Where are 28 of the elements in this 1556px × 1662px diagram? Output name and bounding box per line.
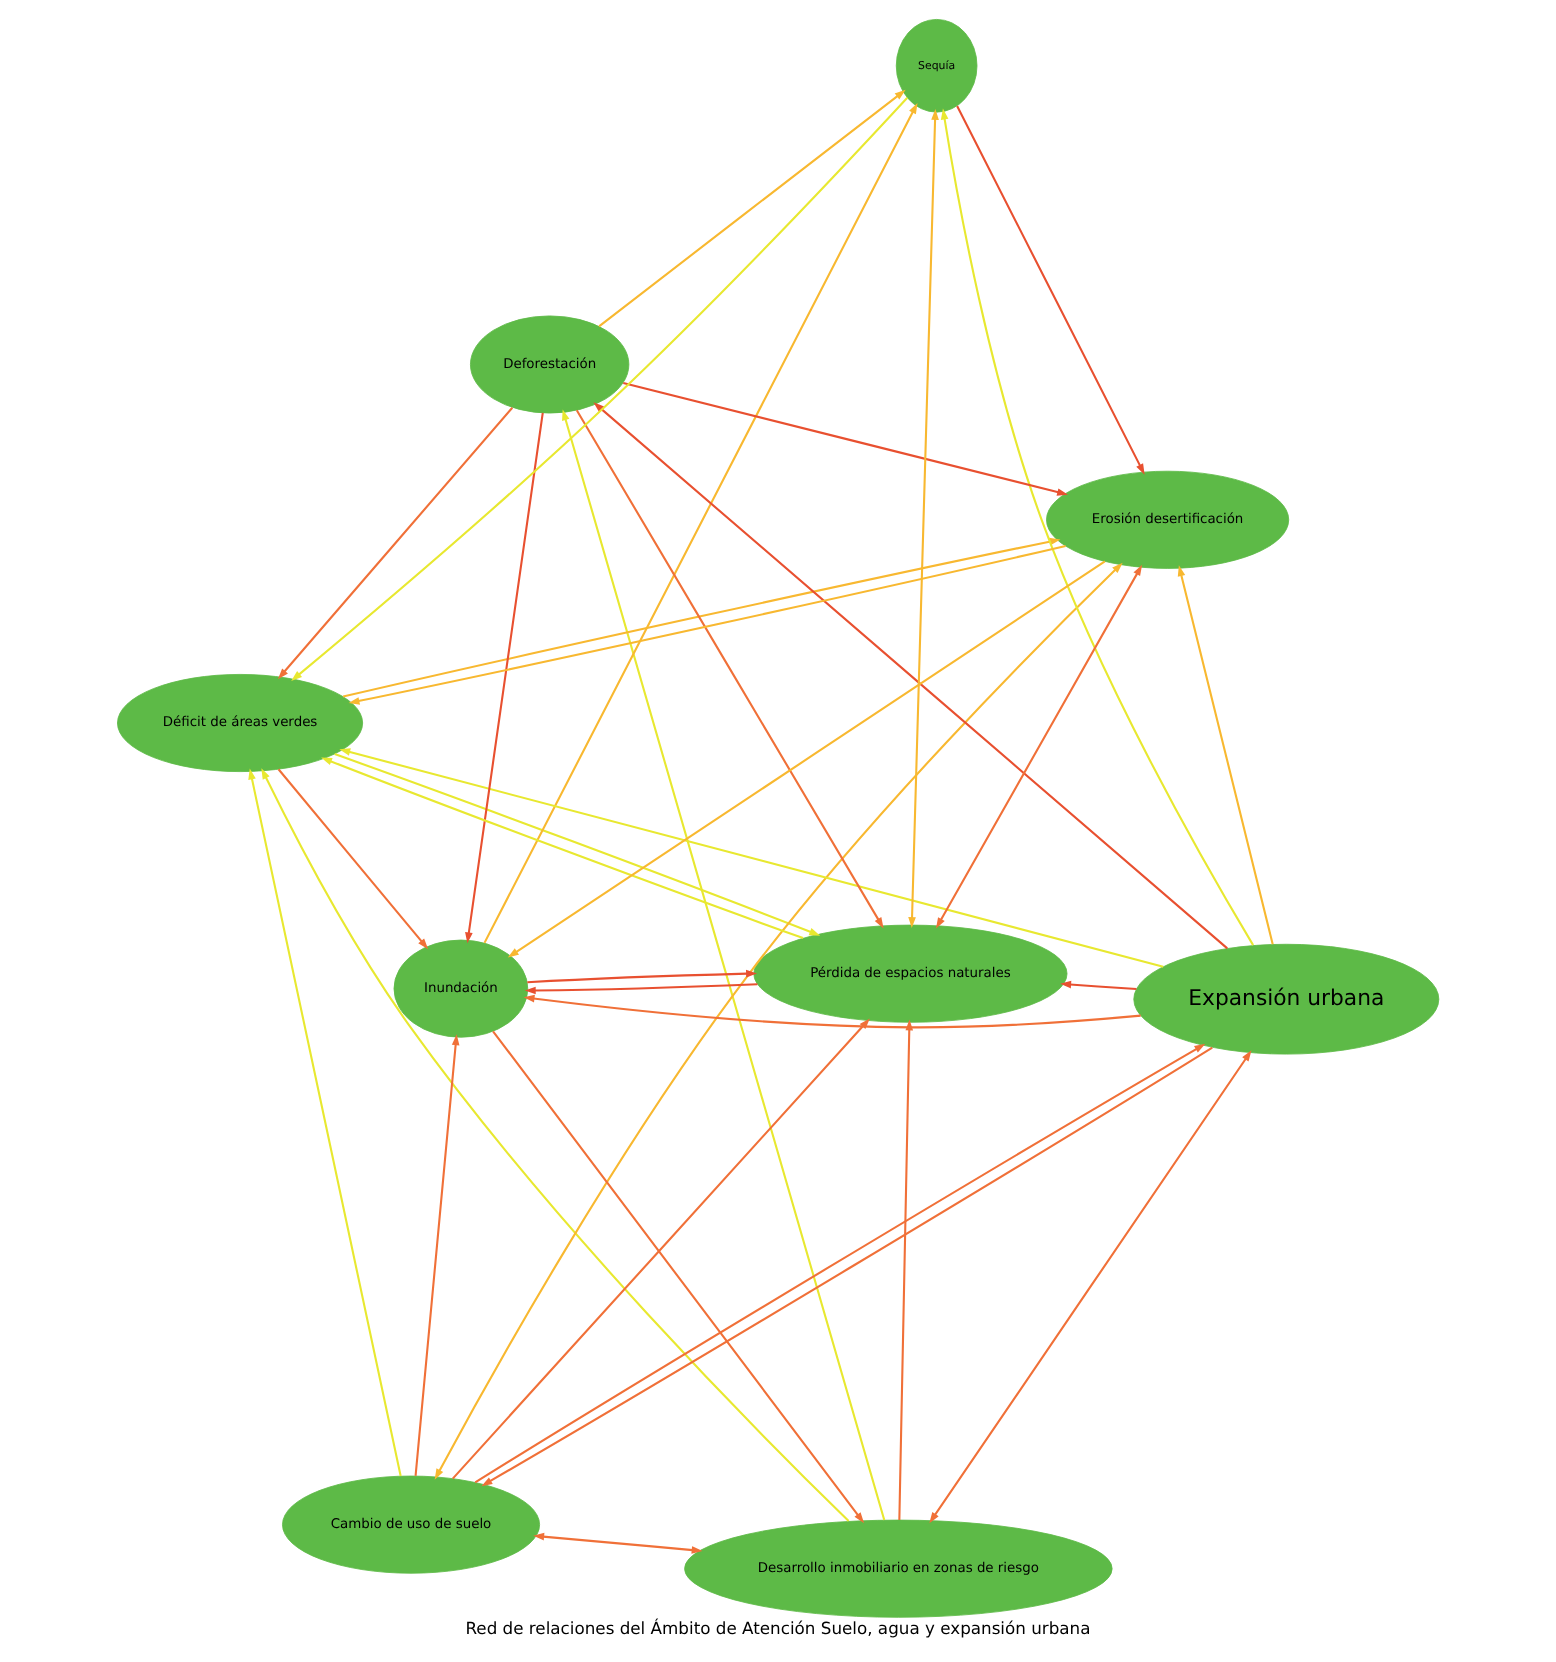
arrow <box>434 562 1123 1480</box>
arrow <box>291 97 909 681</box>
arrow <box>277 768 429 950</box>
diagram-title: Red de relaciones del Ámbito de Atención Suelo, agua y expansión urbana <box>465 1618 1091 1639</box>
arrow <box>492 1030 865 1524</box>
arrow <box>562 409 886 1521</box>
arrow <box>533 1532 703 1554</box>
arrow <box>908 108 939 929</box>
arrow <box>277 407 514 680</box>
arrow <box>1060 980 1137 991</box>
arrow <box>414 1034 460 1476</box>
arrow <box>575 409 884 929</box>
arrow <box>940 108 1255 946</box>
arrow <box>593 402 1228 950</box>
arrow <box>527 969 757 984</box>
arrow <box>465 412 544 944</box>
arrow <box>248 768 402 1477</box>
arrow <box>623 382 1069 496</box>
arrow <box>507 560 1106 958</box>
arrow <box>936 564 1143 929</box>
arrow <box>483 102 918 944</box>
arrow <box>339 748 1164 968</box>
arrow <box>261 768 850 1522</box>
arrow <box>929 1050 1252 1524</box>
arrow <box>598 89 906 328</box>
arrow <box>956 105 1145 475</box>
arrow <box>524 983 758 995</box>
arrow <box>1177 565 1274 945</box>
